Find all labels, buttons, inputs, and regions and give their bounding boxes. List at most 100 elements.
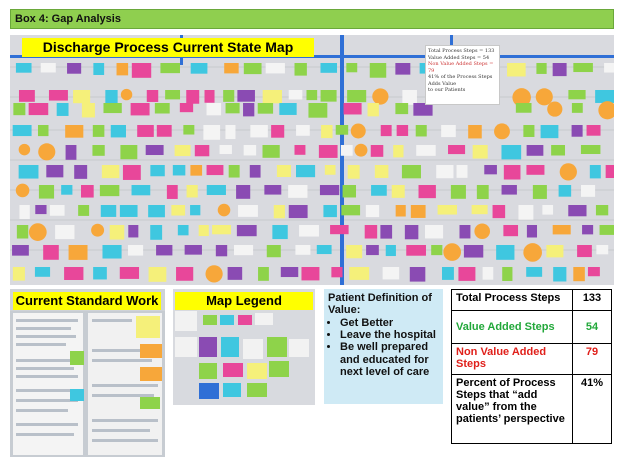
sticky-note [535, 88, 553, 106]
sticky-note [346, 245, 363, 259]
sticky-note [551, 145, 566, 156]
sticky-note [471, 205, 488, 215]
sticky-note [573, 267, 585, 282]
sticky-note [341, 205, 361, 216]
sticky-note [154, 103, 170, 114]
sticky-note [374, 165, 389, 178]
sticky-note [93, 267, 107, 280]
sticky-note [73, 90, 91, 104]
sticky-note [340, 145, 353, 156]
sticky-note [437, 205, 457, 215]
patient-value-list: Get Better Leave the hospital Be well pr… [328, 317, 439, 378]
sticky-note [243, 103, 255, 117]
sticky-note [174, 145, 191, 157]
stat-value: 54 [572, 310, 612, 344]
sticky-note [482, 267, 494, 280]
sticky-note [172, 165, 186, 176]
sticky-note [474, 223, 491, 240]
sticky-note [49, 205, 65, 216]
map-legend-photo: Map Legend [173, 289, 315, 405]
sticky-note [194, 145, 210, 157]
sticky-note [93, 63, 105, 75]
sticky-note [116, 63, 129, 76]
sticky-note [225, 103, 240, 114]
sticky-note [380, 125, 392, 137]
sticky-note [413, 103, 433, 116]
sticky-note [546, 245, 564, 258]
patient-value-heading: Patient Definition of Value: [328, 292, 432, 316]
sticky-note [190, 63, 208, 74]
sticky-note [450, 185, 466, 199]
sticky-note [472, 145, 488, 159]
sticky-note [19, 205, 30, 219]
sticky-note [223, 90, 235, 102]
sticky-note [582, 225, 594, 235]
sticky-note [18, 165, 39, 179]
sticky-note [349, 267, 370, 280]
sticky-note [448, 145, 466, 155]
sticky-note [573, 63, 593, 73]
sticky-note [91, 223, 105, 237]
sticky-note [526, 165, 545, 175]
table-row: Value Added Steps 54 [451, 310, 612, 344]
sticky-note [571, 125, 583, 137]
wall-background [10, 35, 614, 285]
sticky-note [523, 243, 542, 262]
sticky-note [342, 185, 357, 198]
sticky-note [443, 243, 461, 261]
sticky-note [156, 125, 172, 137]
sticky-note [580, 145, 601, 155]
sticky-note [416, 145, 436, 156]
sticky-note [206, 103, 222, 116]
map-note-line: Total Process Steps = 133 [428, 48, 495, 54]
sticky-note [80, 185, 94, 198]
sticky-note [380, 225, 393, 239]
sticky-note [571, 103, 583, 113]
table-row: Percent of Process Steps that “add value… [451, 374, 612, 444]
sticky-note [595, 205, 609, 216]
sticky-note [395, 103, 409, 115]
sticky-note [12, 267, 25, 281]
sticky-note [150, 165, 165, 177]
map-note-line: 41% of the Process Steps Adds Value [428, 74, 493, 87]
sticky-note [78, 205, 90, 216]
sticky-note [301, 267, 320, 281]
sticky-note [273, 205, 285, 219]
sticky-note [442, 267, 454, 280]
sticky-note [299, 225, 319, 237]
sticky-notes [12, 63, 614, 283]
sticky-note [436, 165, 454, 179]
sticky-note [589, 165, 601, 179]
sticky-note [236, 185, 251, 199]
sticky-note [458, 267, 476, 281]
sticky-note [568, 205, 587, 217]
sticky-note [67, 63, 82, 74]
sticky-note [396, 125, 409, 136]
sticky-note [484, 165, 497, 175]
sticky-note [16, 225, 29, 239]
sticky-note [237, 90, 255, 102]
table-row: Non Value Added Steps 79 [451, 343, 612, 375]
sticky-note [74, 165, 88, 179]
sticky-note [150, 225, 163, 240]
sticky-note [463, 245, 484, 258]
sticky-note [288, 205, 308, 219]
sticky-note [92, 145, 105, 156]
sticky-note [558, 185, 572, 197]
sticky-note [518, 205, 534, 220]
sticky-note [120, 88, 133, 101]
sticky-note [206, 185, 226, 196]
sticky-note [190, 165, 203, 176]
sticky-note [177, 225, 189, 236]
sticky-note [165, 90, 181, 100]
map-note-line: Value Added Steps = 54 [428, 54, 490, 61]
sticky-note [238, 205, 258, 217]
sticky-note [243, 145, 257, 156]
sticky-note [18, 90, 35, 102]
stat-label: Percent of Process Steps that “add value… [451, 374, 573, 444]
sticky-note [431, 245, 443, 256]
sticky-note [127, 245, 144, 256]
stat-value: 133 [572, 289, 612, 311]
sticky-note [605, 165, 614, 179]
sticky-note [418, 185, 436, 199]
